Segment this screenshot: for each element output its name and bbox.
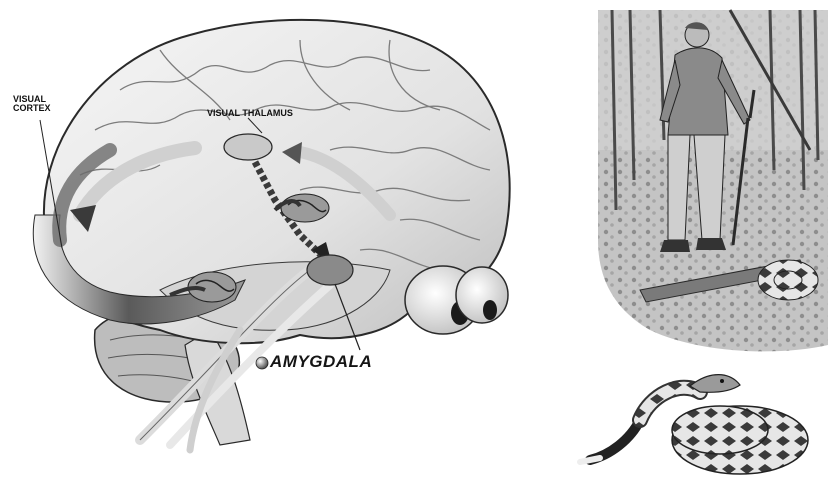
eyeball-icon [456,267,508,323]
amygdala-label: AMYGDALA [270,353,372,371]
brain [44,20,510,445]
forest-scene [598,10,828,351]
small-snake [758,260,818,300]
rattlesnake-icon [580,375,808,474]
sphere-bullet-icon [256,357,268,369]
visual-cortex-label-line2: CORTEX [13,104,73,113]
visual-thalamus-label: VISUAL THALAMUS [207,109,293,118]
visual-cortex-label: VISUAL CORTEX [13,95,73,114]
eyeballs [405,266,508,334]
